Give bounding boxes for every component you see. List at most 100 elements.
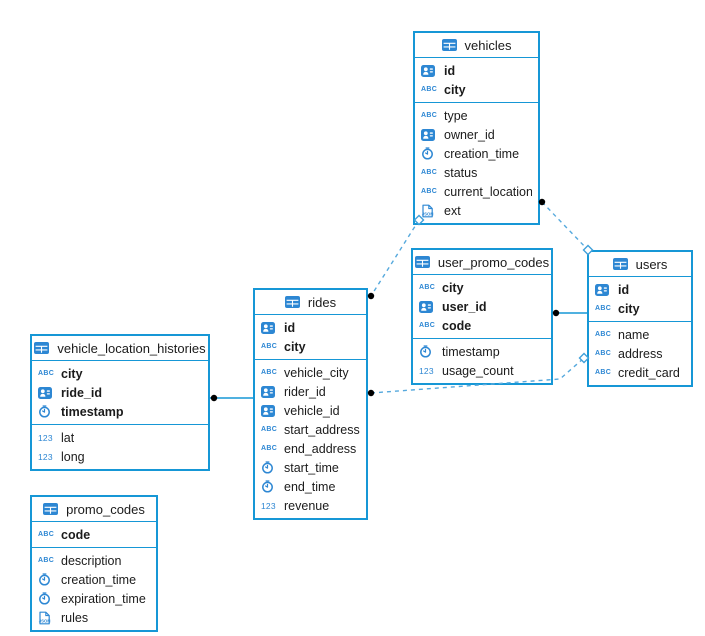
column-name: end_time [284,479,336,494]
json-icon: JSON [38,611,56,625]
column-name: description [61,553,122,568]
column-credit_card[interactable]: ABC credit_card [589,363,691,382]
column-name: revenue [284,498,330,513]
column-city[interactable]: ABC city [32,364,208,383]
column-name: expiration_time [61,591,146,606]
column-timestamp[interactable]: timestamp [413,342,551,361]
column-name: usage_count [442,363,514,378]
abc-icon: ABC [421,169,438,176]
column-creation_time[interactable]: creation_time [415,144,538,163]
column-code[interactable]: ABC code [32,525,156,544]
abc-icon: ABC [38,370,55,377]
person-id-icon [421,128,439,141]
abc-icon: ABC [595,369,612,376]
column-id[interactable]: id [589,280,691,299]
table-header[interactable]: vehicles [415,33,538,58]
relationship-line-vehicles-users[interactable] [541,201,589,251]
abc-icon: ABC [38,557,55,564]
column-start_time[interactable]: start_time [255,458,366,477]
column-end_time[interactable]: end_time [255,477,366,496]
table-title: user_promo_codes [437,254,550,270]
column-name: name [618,327,650,342]
column-ride_id[interactable]: ride_id [32,383,208,402]
column-id[interactable]: id [255,318,366,337]
column-id[interactable]: id [415,61,538,80]
table-title: vehicle_location_histories [57,340,206,356]
column-end_address[interactable]: ABC end_address [255,439,366,458]
column-name: code [442,318,472,333]
abc-icon: ABC [595,331,612,338]
column-description[interactable]: ABC description [32,551,156,570]
column-status[interactable]: ABC status [415,163,538,182]
column-name: city [444,82,466,97]
table-header[interactable]: rides [255,290,366,315]
abc-icon: ABC [38,531,55,538]
column-creation_time[interactable]: creation_time [32,570,156,589]
column-name: city [618,301,640,316]
table-promo-codes[interactable]: promo_codes ABC code ABC description creati… [30,495,158,632]
table-title: rides [307,294,337,310]
abc-icon: ABC [421,86,438,93]
column-name: current_location [444,184,532,199]
column-name: timestamp [61,404,124,419]
clock-icon [261,480,279,493]
column-owner_id[interactable]: owner_id [415,125,538,144]
column-name[interactable]: ABC name [589,325,691,344]
column-name: end_address [284,441,357,456]
column-city[interactable]: ABC city [415,80,538,99]
column-timestamp[interactable]: timestamp [32,402,208,421]
abc-icon: ABC [261,445,278,452]
table-title: vehicles [464,37,512,53]
column-name: ext [444,203,461,218]
column-name: address [618,346,663,361]
table-icon [441,39,460,51]
column-user_id[interactable]: user_id [413,297,551,316]
table-header[interactable]: vehicle_location_histories [32,336,208,361]
column-name: id [284,320,296,335]
abc-icon: ABC [261,343,278,350]
column-expiration_time[interactable]: expiration_time [32,589,156,608]
column-name: credit_card [618,365,680,380]
column-name: status [444,165,478,180]
column-vehicle_id[interactable]: vehicle_id [255,401,366,420]
table-vehicle-location-histories[interactable]: vehicle_location_histories ABC city ride_i… [30,334,210,471]
abc-icon: ABC [421,188,438,195]
json-icon: JSON [421,204,439,218]
dot-marker-vlh-right [210,394,218,402]
column-name: id [618,282,630,297]
column-ext[interactable]: JSON ext [415,201,538,220]
table-header[interactable]: users [589,252,691,277]
column-name: city [61,366,83,381]
abc-icon: ABC [261,426,278,433]
column-name: code [61,527,91,542]
column-current_location[interactable]: ABC current_location [415,182,538,201]
table-header[interactable]: user_promo_codes [413,250,551,275]
column-name: city [442,280,464,295]
column-rider_id[interactable]: rider_id [255,382,366,401]
column-name: creation_time [444,146,520,161]
column-name: timestamp [442,344,500,359]
123-icon: 123 [38,451,53,462]
table-header[interactable]: promo_codes [32,497,156,522]
